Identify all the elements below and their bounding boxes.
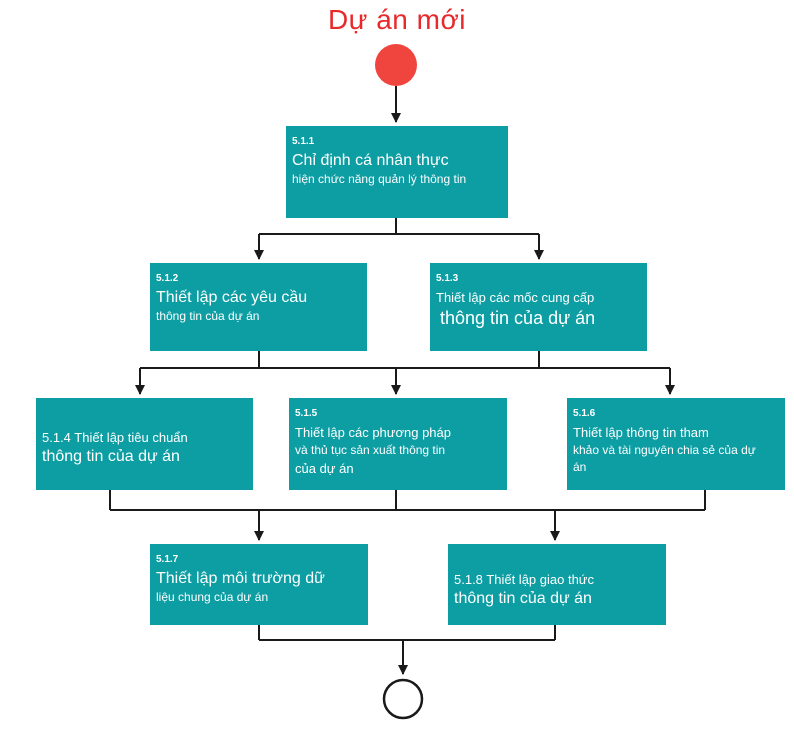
step-number: 5.1.1 bbox=[292, 136, 315, 147]
step-label-line1: Thiết lập các yêu cầu bbox=[156, 289, 308, 306]
step-label-line2: liệu chung của dự án bbox=[156, 590, 269, 604]
step-5-1-5-box: 5.1.5 Thiết lập các phương pháp và thủ t… bbox=[289, 398, 507, 490]
step-label-line1: Thiết lập các phương pháp bbox=[295, 425, 451, 440]
step-number: 5.1.7 bbox=[156, 554, 179, 565]
step-5-1-2-box: 5.1.2 Thiết lập các yêu cầu thông tin củ… bbox=[150, 263, 367, 351]
step-label-line1: Thiết lập môi trường dữ bbox=[156, 570, 325, 587]
step-number: 5.1.2 bbox=[156, 273, 179, 284]
step-label-line2: và thủ tục sản xuất thông tin bbox=[295, 443, 446, 457]
diagram-title: Dự án mới bbox=[327, 4, 467, 35]
step-5-1-3-box: 5.1.3 Thiết lập các mốc cung cấp thông t… bbox=[430, 263, 647, 351]
step-number: 5.1.5 bbox=[295, 408, 318, 419]
start-node bbox=[375, 44, 417, 86]
step-number: 5.1.3 bbox=[436, 273, 459, 284]
step-label-line2: thông tin của dự án bbox=[440, 308, 596, 328]
step-label-line1: Thiết lập thông tin tham bbox=[573, 425, 709, 440]
step-label-line1: Thiết lập các mốc cung cấp bbox=[436, 290, 595, 305]
step-5-1-7-box: 5.1.7 Thiết lập môi trường dữ liệu chung… bbox=[150, 544, 368, 625]
step-label-line2: thông tin của dự án bbox=[42, 448, 180, 465]
step-label-line1: Chỉ định cá nhân thực bbox=[292, 152, 449, 169]
step-5-1-1-box: 5.1.1 Chỉ định cá nhân thực hiện chức nă… bbox=[286, 126, 508, 218]
step-label-line1: 5.1.8 Thiết lập giao thức bbox=[454, 572, 594, 587]
step-5-1-6-box: 5.1.6 Thiết lập thông tin tham khảo và t… bbox=[567, 398, 785, 490]
step-label-line2: thông tin của dự án bbox=[156, 309, 260, 323]
step-label-line2: khảo và tài nguyên chia sẻ của dự bbox=[573, 443, 756, 457]
step-label-line2: thông tin của dự án bbox=[454, 590, 592, 607]
step-5-1-4-box: 5.1.4 Thiết lập tiêu chuẩn thông tin của… bbox=[36, 398, 253, 490]
step-label-line1: 5.1.4 Thiết lập tiêu chuẩn bbox=[42, 430, 188, 445]
end-node bbox=[382, 678, 424, 720]
step-number: 5.1.6 bbox=[573, 408, 596, 419]
step-label-line3: của dự án bbox=[295, 461, 354, 476]
step-label-line2: hiện chức năng quản lý thông tin bbox=[292, 172, 467, 186]
step-label-line3: án bbox=[573, 460, 587, 474]
step-5-1-8-box: 5.1.8 Thiết lập giao thức thông tin của … bbox=[448, 544, 666, 625]
